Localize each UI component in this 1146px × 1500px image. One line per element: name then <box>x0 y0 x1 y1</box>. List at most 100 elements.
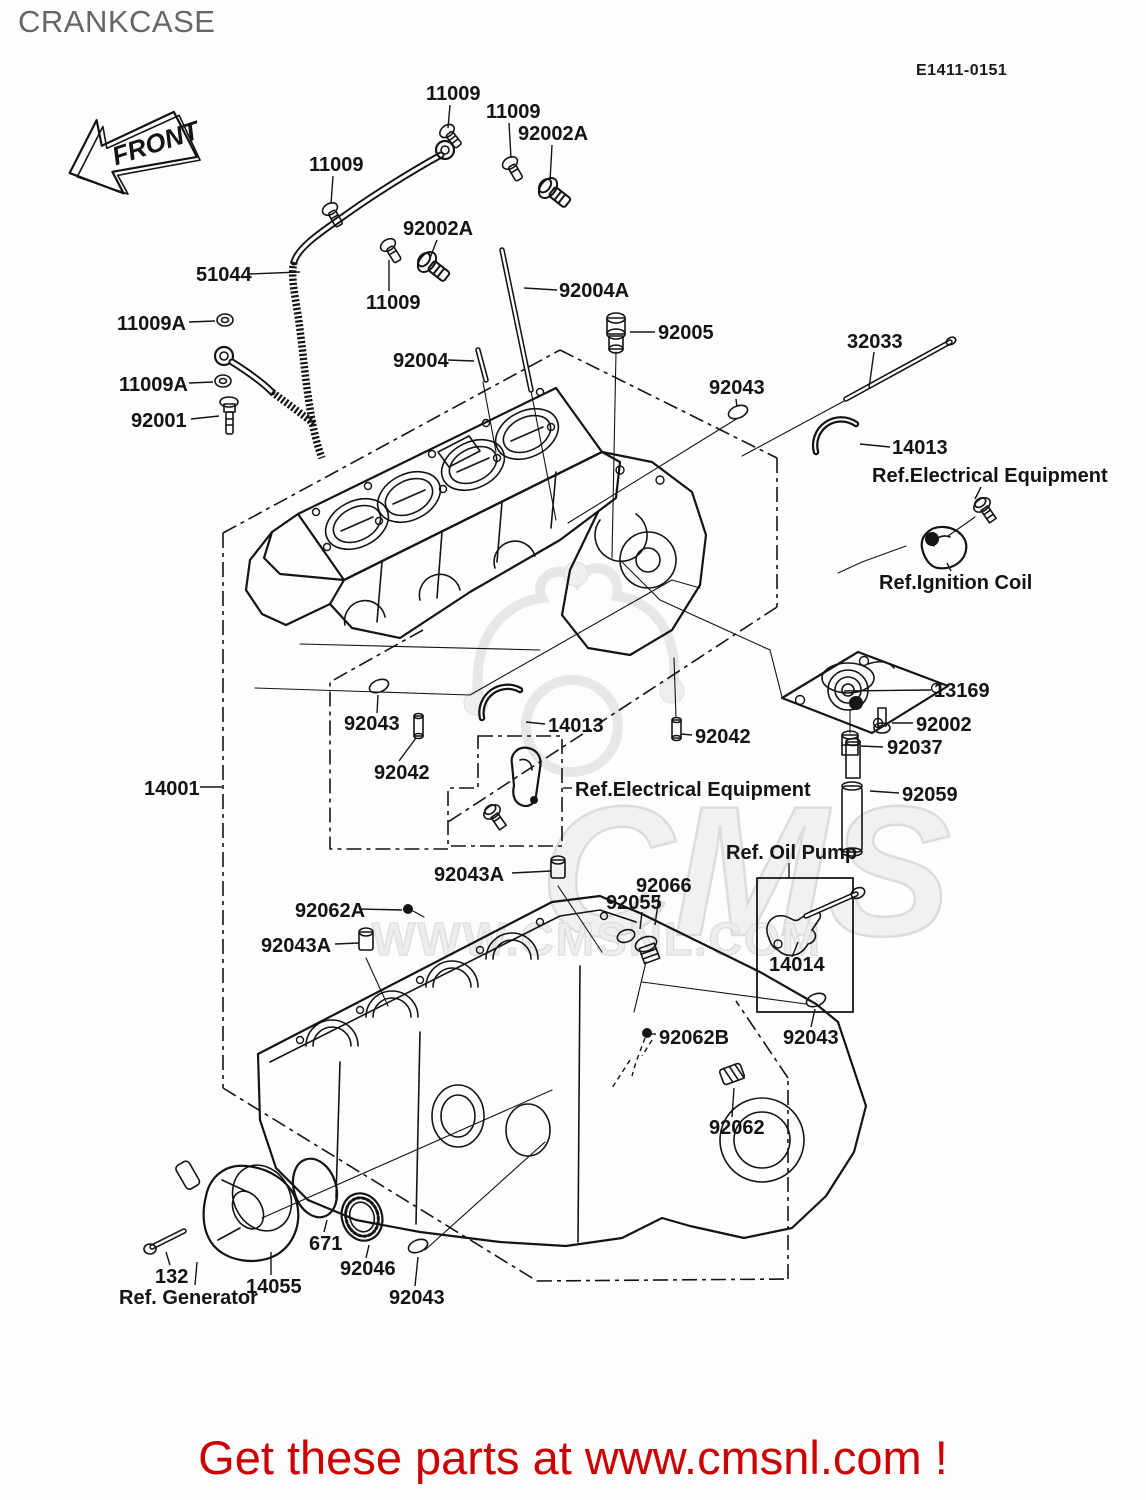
battery-cable-51044 <box>213 139 456 460</box>
part-label: 92062B <box>659 1027 729 1049</box>
bolt-92002A-b <box>416 251 451 282</box>
leader-line <box>946 562 952 572</box>
pin-92042-a <box>413 712 424 740</box>
screw-ref-electrical <box>973 496 997 524</box>
part-label: 92002 <box>916 714 972 736</box>
part-label: Ref.Electrical Equipment <box>575 779 811 801</box>
bolt-92043A-a <box>550 855 566 879</box>
part-label: 92037 <box>887 737 943 759</box>
washers-and-bolt <box>214 313 239 435</box>
fastener-bolts <box>321 123 572 282</box>
part-label: 14013 <box>548 715 604 737</box>
leader-line <box>248 271 301 275</box>
dowel-92043-b <box>368 678 390 694</box>
bolt-11009-d <box>379 237 402 264</box>
leader-line <box>791 941 799 958</box>
watermark-cms-text: CMS <box>540 769 951 975</box>
part-label: 14014 <box>769 954 825 976</box>
leader-line <box>429 239 438 259</box>
bolt-92002A-a <box>537 177 572 208</box>
page-title: CRANKCASE <box>18 4 216 39</box>
assembly-boundaries <box>222 349 789 1282</box>
upper-crankcase-half <box>244 386 783 698</box>
dowel-92043-a <box>727 404 749 420</box>
screw-92002 <box>873 707 891 734</box>
screw-92062B <box>642 1028 652 1038</box>
bolt-11009-b <box>501 155 524 182</box>
bolt-92043A-b <box>358 927 374 951</box>
part-label: 92043 <box>344 713 400 735</box>
plug-92055-92066 <box>616 928 661 965</box>
part-label: Ref.Ignition Coil <box>879 572 1032 594</box>
leader-line <box>376 694 379 714</box>
part-label: 92002A <box>518 123 588 145</box>
leader-line <box>165 1251 171 1266</box>
part-label: Ref. Oil Pump <box>726 842 857 864</box>
part-label: 92062 <box>709 1117 765 1139</box>
ignition-coil-bracket <box>837 516 976 574</box>
dowel-92043-c <box>805 992 827 1008</box>
washer-11009A-b <box>214 374 232 388</box>
footer-banner: Get these parts at www.cmsnl.com ! <box>198 1431 948 1484</box>
front-arrow: FRONT <box>68 110 205 195</box>
oil-pump-assembly <box>756 496 997 1013</box>
valve-92037 <box>841 730 859 756</box>
leader-line <box>974 486 982 500</box>
part-label: 11009A <box>117 313 186 335</box>
leader-line <box>398 737 417 762</box>
part-label: 14013 <box>892 437 948 459</box>
part-label: 92005 <box>658 322 714 344</box>
leader-line <box>868 351 875 389</box>
part-label: 92043A <box>434 864 504 886</box>
leader-line <box>358 908 403 911</box>
part-label: 11009 <box>426 83 481 105</box>
part-label: 32033 <box>847 331 903 353</box>
part-label: 132 <box>155 1266 188 1288</box>
leader-line <box>731 1087 735 1118</box>
leader-line <box>639 911 643 930</box>
part-label: Ref.Electrical Equipment <box>872 465 1108 487</box>
leader-line <box>860 745 884 748</box>
lower-crankcase-half <box>256 894 868 1248</box>
part-label: 92066 <box>636 875 692 897</box>
bolt-11009-a <box>439 123 462 149</box>
plate-132 <box>175 1160 201 1190</box>
washer-11009A-a <box>216 313 234 327</box>
part-label: 92042 <box>374 762 430 784</box>
part-label: 92002A <box>403 218 473 240</box>
part-label: 14055 <box>246 1276 302 1298</box>
part-label: 11009 <box>486 101 541 123</box>
part-label: 11009 <box>309 154 364 176</box>
bolt-92001 <box>219 396 239 435</box>
leader-line <box>365 1244 370 1259</box>
part-label: 92043 <box>389 1287 445 1309</box>
part-label: 92059 <box>902 784 958 806</box>
bracket-14014 <box>766 886 866 957</box>
oil-pump-ref-box <box>756 877 854 1013</box>
leader-line <box>523 287 558 291</box>
pin-92005 <box>606 312 626 354</box>
dowel-92043-d <box>407 1238 429 1254</box>
leader-line <box>188 381 214 384</box>
part-label: Ref. Generator <box>119 1287 258 1309</box>
part-label: 671 <box>309 1233 342 1255</box>
part-label: 11009 <box>366 292 421 314</box>
part-label: 92046 <box>340 1258 396 1280</box>
part-label: 92043 <box>783 1027 839 1049</box>
diagram-code: E1411-0151 <box>916 62 1008 79</box>
cover-14055 <box>202 1164 300 1262</box>
leader-line <box>190 415 220 420</box>
leader-line <box>859 443 891 448</box>
leader-line <box>735 398 738 408</box>
part-number-labels: 110091100992002A1100992002A1100951044110… <box>117 83 1108 1309</box>
leader-line <box>447 359 475 362</box>
bearing-92046 <box>340 1192 384 1242</box>
bolt-11009-c <box>321 201 344 228</box>
part-label: 92043 <box>709 377 765 399</box>
leader-line <box>323 1219 328 1233</box>
screw-92062A <box>403 904 413 914</box>
generator-cover-group <box>143 1157 384 1262</box>
leader-line <box>330 175 334 205</box>
